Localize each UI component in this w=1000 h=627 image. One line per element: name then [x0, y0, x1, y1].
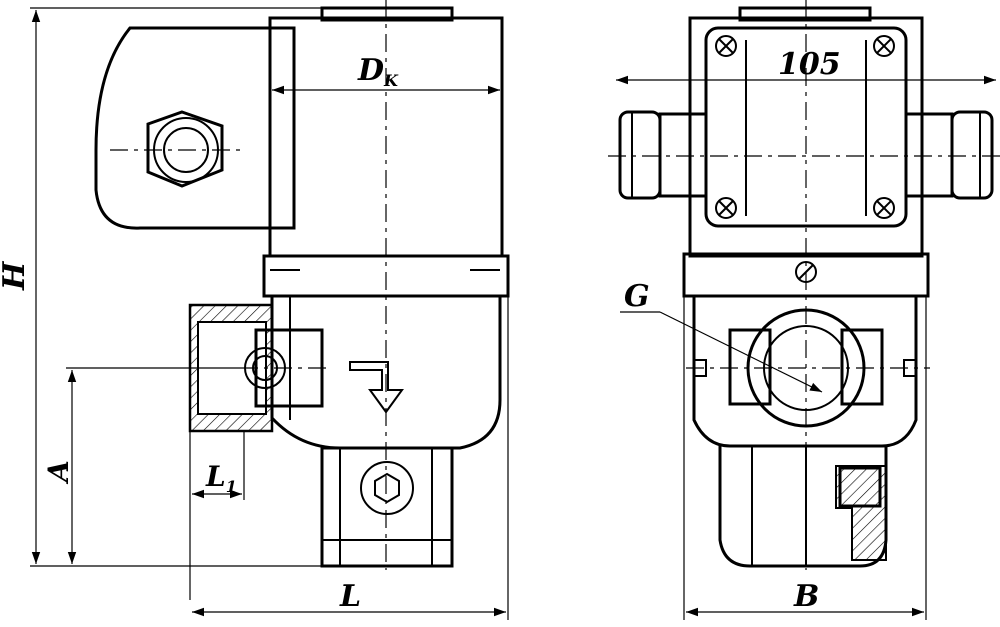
l-label: L — [339, 579, 361, 614]
right-side-gland — [904, 112, 954, 198]
outlet-fitting — [320, 446, 454, 568]
h-label: H — [0, 260, 32, 291]
left-view — [30, 0, 510, 620]
b-label: B — [793, 579, 819, 614]
right-view — [608, 0, 1000, 620]
flange-band-right — [682, 252, 930, 298]
l1-label: L1 — [205, 460, 237, 496]
cable-gland-bore — [163, 127, 209, 173]
dk-label: DK — [357, 53, 399, 90]
top-cap-left — [320, 6, 454, 22]
left-side-gland — [658, 112, 708, 198]
g-label: G — [624, 279, 650, 314]
flange-band-left — [262, 254, 510, 298]
a-label: A — [42, 460, 75, 485]
flow-arrow-symbol — [349, 361, 404, 414]
top-cap-right — [738, 6, 872, 22]
junction-box-flange — [268, 26, 296, 230]
dimension-105-label: 105 — [778, 47, 841, 82]
section-hatch-right — [835, 465, 887, 561]
junction-box — [94, 26, 272, 230]
cover-screws — [715, 35, 895, 219]
cable-gland-hex — [146, 110, 224, 188]
